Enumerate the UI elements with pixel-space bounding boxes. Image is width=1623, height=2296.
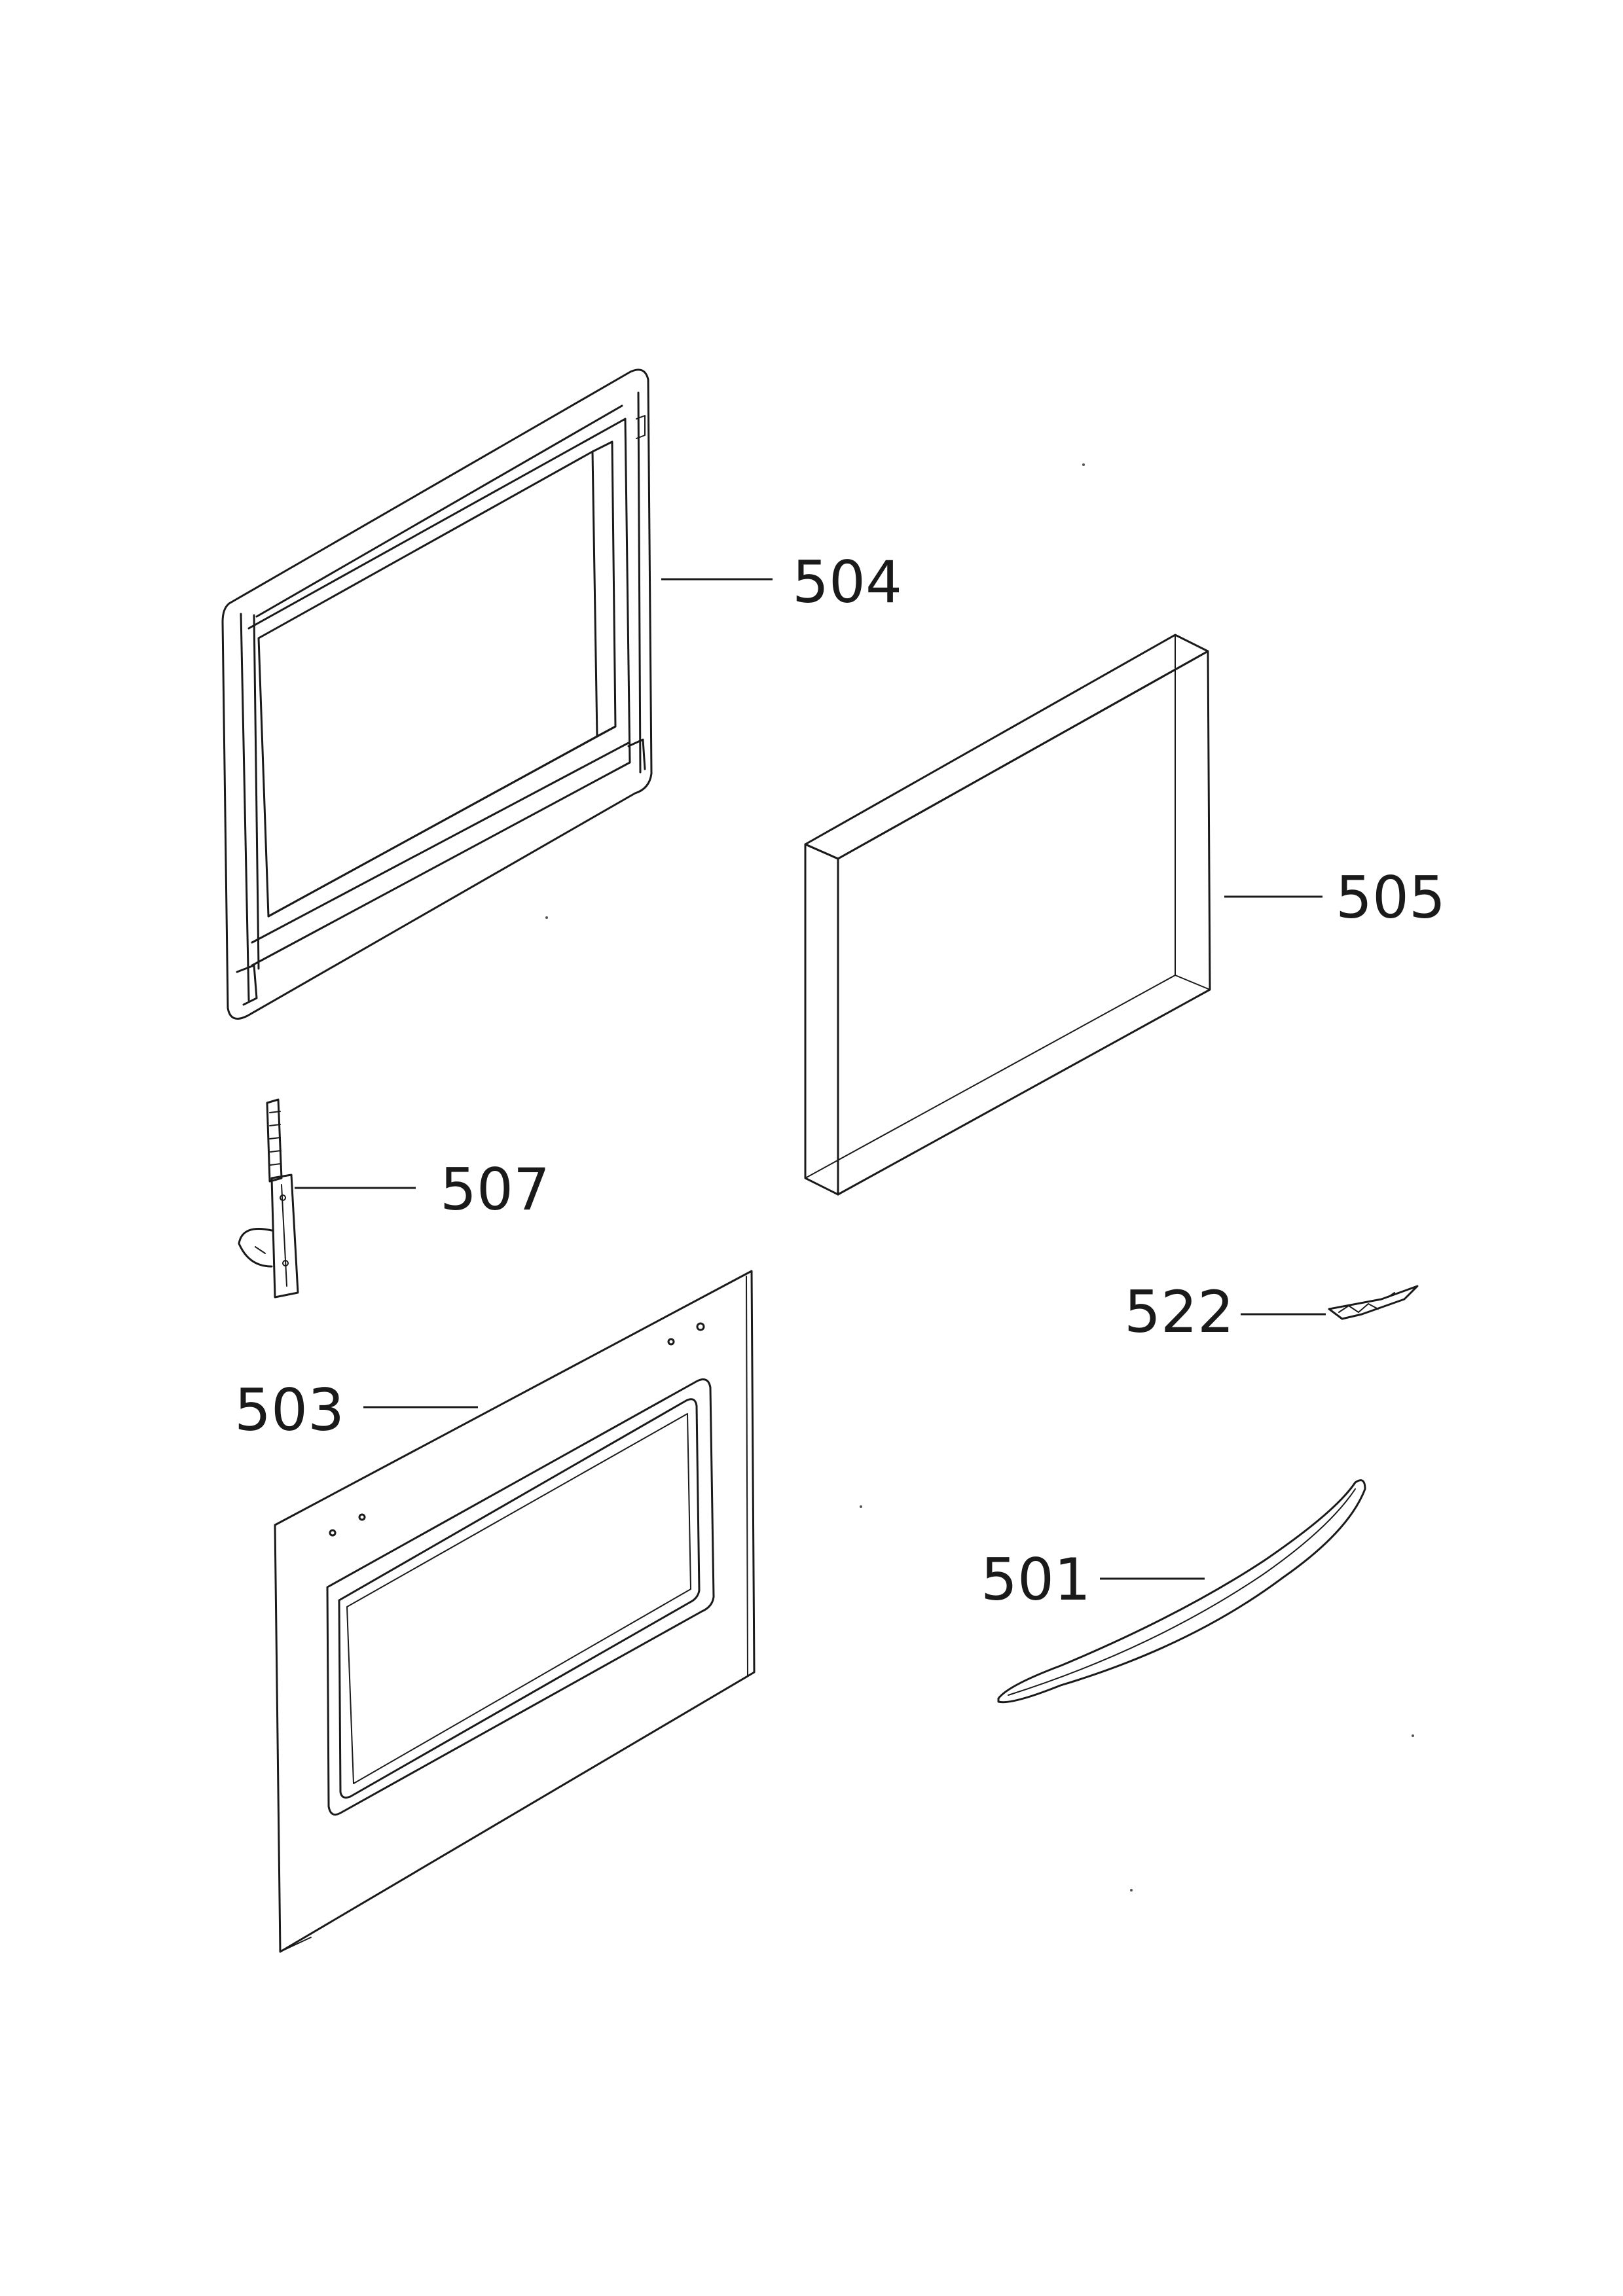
- leader-lines: [295, 578, 1326, 1580]
- part-504-inner-frame: [221, 368, 653, 1020]
- part-505-glass-panel: [804, 634, 1211, 1196]
- callout-505: 505: [1336, 864, 1446, 931]
- speck: [860, 1505, 862, 1508]
- part-501-handle: [997, 1479, 1366, 1704]
- callout-501: 501: [981, 1546, 1091, 1613]
- part-522-clip: [1328, 1285, 1419, 1320]
- speck: [1082, 463, 1085, 466]
- callout-522: 522: [1124, 1278, 1234, 1346]
- speck: [1412, 1734, 1414, 1737]
- scan-specks: [545, 463, 1414, 1892]
- callout-labels: 504 505 507 522 503 501: [234, 548, 1446, 1613]
- callout-503: 503: [234, 1376, 344, 1444]
- speck: [545, 916, 548, 919]
- speck: [1130, 1889, 1133, 1892]
- callout-504: 504: [792, 548, 902, 616]
- part-507-hinge: [238, 1098, 299, 1299]
- callout-507: 507: [440, 1156, 550, 1223]
- part-503-outer-door-panel: [274, 1270, 756, 1953]
